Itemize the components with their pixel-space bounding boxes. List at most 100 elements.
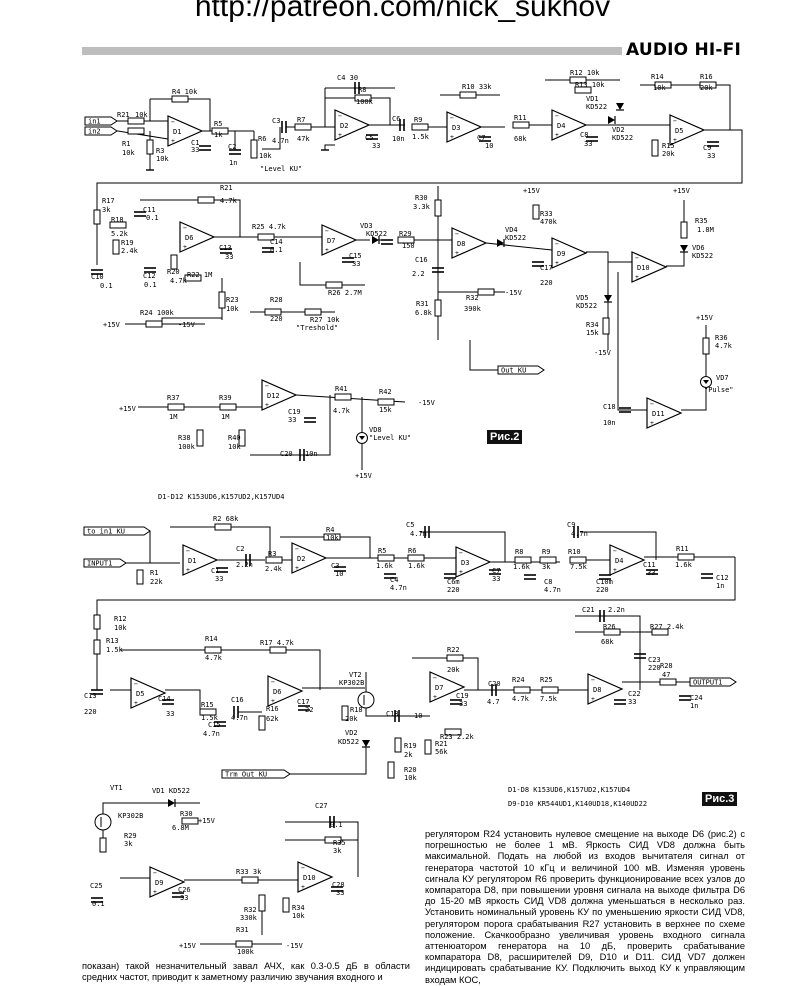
- op-amp: D9−+: [551, 237, 588, 269]
- component-label: C2: [236, 545, 244, 553]
- pin-plus: +: [433, 693, 437, 701]
- component-label: C1: [191, 139, 199, 147]
- resistor: [241, 876, 259, 884]
- component-label: C8: [544, 578, 552, 586]
- component-label: 10k: [404, 774, 417, 782]
- component-label: -15V: [418, 399, 436, 407]
- component-label: VD6: [692, 244, 705, 252]
- figure-3-badge: Рис.3: [702, 792, 738, 806]
- components: D1−+D2−+D3−+D4−+D5−+D6−+D7−+D8−+D9−+D10−…: [83, 76, 737, 948]
- component-label: R4 10k: [172, 88, 198, 96]
- wire: [575, 615, 641, 690]
- component-label: 33: [584, 140, 592, 148]
- component-label: 10k: [259, 152, 272, 160]
- resistor: [411, 123, 429, 131]
- component-label: in1: [88, 118, 101, 126]
- component-label: 15k: [379, 406, 392, 414]
- resistor: [219, 403, 237, 411]
- component-label: R26: [603, 623, 616, 631]
- component-label: 33: [215, 575, 223, 583]
- resistor: [214, 523, 232, 531]
- pin-plus: +: [295, 564, 299, 572]
- op-amp-label: D1: [173, 128, 181, 136]
- component-label: R9: [414, 116, 422, 124]
- pin-minus: −: [613, 547, 617, 555]
- component-label: C19: [288, 408, 301, 416]
- component-label: C26: [178, 886, 191, 894]
- component-label: KP302B: [339, 679, 364, 687]
- op-amp-label: D6: [185, 234, 193, 242]
- wire: [102, 802, 200, 814]
- component-label: 7.5k: [570, 563, 588, 571]
- component-label: R9: [542, 548, 550, 556]
- resistor: [204, 646, 222, 654]
- wire: [365, 672, 430, 717]
- component-label: 1.5k: [201, 714, 219, 722]
- op-amp: D2−+: [334, 109, 371, 141]
- component-label: 100k: [237, 948, 255, 956]
- component-label: R33 3k: [236, 868, 262, 876]
- pin-minus: −: [555, 112, 559, 120]
- resistor: [512, 121, 530, 129]
- op-amp-body: [291, 542, 328, 574]
- component-label: 4.7: [487, 698, 500, 706]
- component-label: R39: [219, 394, 232, 402]
- resistor: [127, 117, 145, 125]
- component-label: 1n: [229, 159, 237, 167]
- pin-minus: −: [325, 227, 329, 235]
- net-flag: [221, 769, 291, 779]
- component-label: 1.6k: [376, 562, 394, 570]
- pin-minus: −: [265, 382, 269, 390]
- wire: [250, 395, 331, 456]
- op-amp: D1−+: [167, 115, 204, 147]
- wire: [140, 199, 241, 237]
- component-label: R23 2.2k: [440, 733, 475, 741]
- pin-minus: −: [338, 112, 342, 120]
- op-amp-label: D10: [303, 874, 316, 882]
- resistor: [574, 86, 592, 94]
- op-amp-label: D5: [675, 127, 683, 135]
- resistor: [446, 654, 464, 662]
- resistor: [702, 337, 710, 355]
- diode-icon: [616, 103, 624, 110]
- resistor: [477, 288, 495, 296]
- resistor: [199, 708, 217, 716]
- op-amp-body: [167, 115, 204, 147]
- component-label: 56k: [435, 748, 448, 756]
- resistor: [93, 209, 101, 225]
- pin-minus: −: [450, 114, 454, 122]
- op-amp: D4−+: [551, 109, 588, 141]
- component-label: 4.7k: [512, 695, 530, 703]
- op-amp-label: D12: [267, 392, 280, 400]
- component-label: R14: [205, 635, 218, 643]
- resistor: [264, 308, 282, 316]
- pin-plus: +: [650, 419, 654, 427]
- component-label: 1k: [214, 131, 223, 139]
- wire: [586, 251, 609, 295]
- component-label: 220: [540, 279, 553, 287]
- component-label: R32: [244, 906, 257, 914]
- component-label: +15V: [355, 472, 373, 480]
- component-label: 3k: [124, 840, 133, 848]
- component-label: 68k: [601, 638, 614, 646]
- component-label: R35: [333, 839, 346, 847]
- component-label: R35: [695, 217, 708, 225]
- op-amp-body: [429, 671, 466, 703]
- pin-plus: +: [153, 888, 157, 896]
- resistor: [651, 139, 659, 157]
- component-label: R22 1M: [187, 271, 212, 279]
- component-label: 3k: [333, 847, 342, 855]
- component-label: R34: [292, 904, 305, 912]
- component-label: R25: [540, 676, 553, 684]
- op-amp-label: D1: [188, 557, 196, 565]
- op-amp-label: D8: [457, 240, 465, 248]
- component-label: 0.1: [92, 900, 105, 908]
- op-amp-body: [179, 221, 216, 253]
- component-label: R19: [121, 239, 134, 247]
- pin-plus: +: [301, 883, 305, 891]
- component-label: R33: [540, 210, 553, 218]
- diode-icon: [362, 740, 370, 747]
- component-label: R29: [124, 832, 137, 840]
- component-label: 33: [225, 253, 233, 261]
- wire: [420, 531, 506, 562]
